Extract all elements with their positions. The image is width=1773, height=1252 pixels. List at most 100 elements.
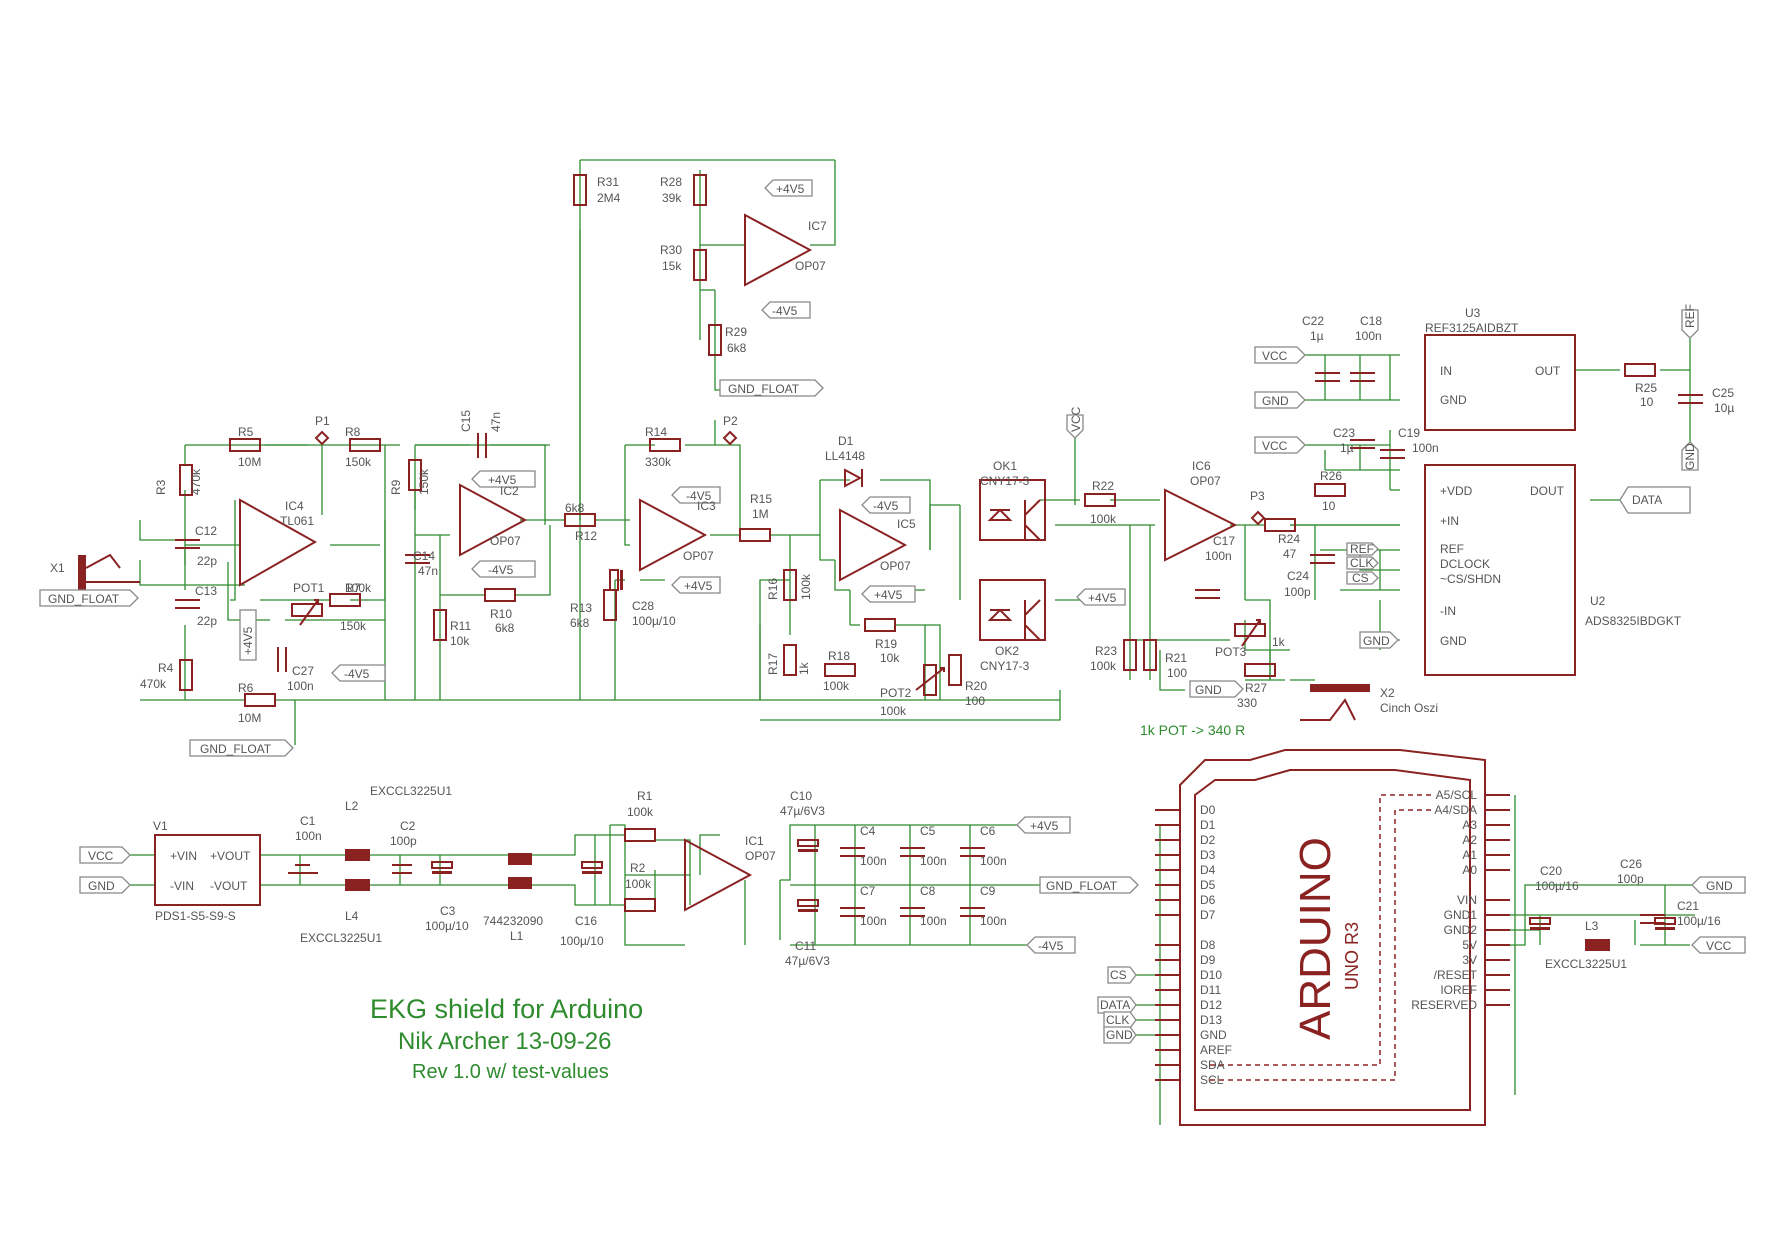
- arduino-pin-3v: 3V: [1462, 953, 1477, 967]
- r30-value: 15k: [662, 259, 682, 273]
- r17-label: R17: [766, 653, 780, 675]
- r1-value: 100k: [627, 805, 654, 819]
- c6-label: C6: [980, 824, 996, 838]
- c3-label: C3: [440, 904, 456, 918]
- svg-text:GND_FLOAT: GND_FLOAT: [200, 742, 272, 756]
- tag-data: DATA: [1619, 486, 1691, 514]
- ok2-label: OK2: [995, 644, 1019, 658]
- c18-label: C18: [1360, 314, 1382, 328]
- r12-label: R12: [575, 529, 597, 543]
- ic7-label: IC7: [808, 219, 827, 233]
- r31-value: 2M4: [597, 191, 621, 205]
- v1-body: [154, 834, 261, 906]
- pot2-label: POT2: [880, 686, 912, 700]
- electrolytic-symbols: [431, 569, 1676, 930]
- r12-body: [564, 513, 596, 527]
- v1-pin-vin-n: -VIN: [170, 879, 194, 893]
- c2-label: C2: [400, 819, 416, 833]
- r21-body: [1143, 639, 1157, 671]
- r10-value: 6k8: [495, 621, 515, 635]
- r5-value: 10M: [238, 455, 261, 469]
- r6-value: 10M: [238, 711, 261, 725]
- r31-label: R31: [597, 175, 619, 189]
- r5-label: R5: [238, 425, 254, 439]
- l4-label: L4: [345, 909, 359, 923]
- arduino-pin-d4: D4: [1200, 863, 1216, 877]
- ic2-label: IC2: [500, 484, 519, 498]
- pot2-value: 100k: [880, 704, 907, 718]
- r16-value: 100k: [799, 573, 813, 600]
- d1-diode-icon: [844, 468, 863, 488]
- c24-value: 100p: [1284, 585, 1311, 599]
- r17-body: [783, 644, 797, 676]
- r14-value: 330k: [645, 455, 672, 469]
- svg-text:+4V5: +4V5: [684, 579, 713, 593]
- l1-body-a: [508, 853, 532, 865]
- r14-label: R14: [645, 425, 667, 439]
- r8-value: 150k: [345, 455, 372, 469]
- r8-body: [349, 438, 381, 452]
- l4-value: EXCCL3225U1: [300, 931, 382, 945]
- c2-value: 100p: [390, 834, 417, 848]
- arduino-pin-a2: A2: [1462, 833, 1477, 847]
- l2-body: [345, 849, 370, 861]
- c21-label: C21: [1677, 899, 1699, 913]
- r15-body: [739, 528, 771, 542]
- tag-p4v5-3: +4V5: [764, 179, 813, 197]
- r29-value: 6k8: [727, 341, 747, 355]
- u3-body: [1424, 334, 1576, 431]
- svg-text:+4V5: +4V5: [241, 626, 255, 655]
- arduino-pin-aref: AREF: [1200, 1043, 1232, 1057]
- svg-text:DATA: DATA: [1632, 493, 1662, 507]
- arduino-pin-d1: D1: [1200, 818, 1216, 832]
- tag-gnd-2: GND: [1254, 391, 1306, 409]
- x2-jack-icon: [1310, 684, 1370, 692]
- ic3-value: OP07: [683, 549, 714, 563]
- svg-text:-4V5: -4V5: [488, 563, 514, 577]
- tag-data-ard: DATA: [1097, 996, 1137, 1014]
- tag-clk-ard: CLK: [1103, 1011, 1137, 1029]
- l1-value: 744232090: [483, 914, 543, 928]
- u2-pin-in-n: -IN: [1440, 604, 1456, 618]
- c28-value: 100µ/10: [632, 614, 676, 628]
- svg-text:REF: REF: [1683, 304, 1697, 328]
- arduino-pin-a3: A3: [1462, 818, 1477, 832]
- c17-value: 100n: [1205, 549, 1232, 563]
- u3-pin-out: OUT: [1535, 364, 1561, 378]
- ic1-label: IC1: [745, 834, 764, 848]
- svg-text:+4V5: +4V5: [874, 588, 903, 602]
- c19-label: C19: [1398, 426, 1420, 440]
- tag-n4v5-3: -4V5: [671, 486, 721, 504]
- title-line-3: Rev 1.0 w/ test-values: [412, 1061, 609, 1083]
- r6-body: [244, 693, 276, 707]
- u2-pin-in-p: +IN: [1440, 514, 1459, 528]
- c4-value: 100n: [860, 854, 887, 868]
- r19-label: R19: [875, 637, 897, 651]
- opamp-symbols: [239, 213, 1238, 912]
- arduino-model: UNO R3: [1342, 922, 1362, 990]
- net-tags: GND_FLOAT GND_FLOAT GND_FLOAT GND_FLOAT …: [39, 179, 1746, 1044]
- r4-body: [179, 659, 193, 691]
- ic4-value: TL061: [280, 514, 314, 528]
- tag-gnd-vert: GND: [1681, 441, 1699, 471]
- tag-gnd-float-2: GND_FLOAT: [189, 739, 294, 757]
- r6-label: R6: [238, 681, 254, 695]
- v1-pin-vout-n: -VOUT: [210, 879, 248, 893]
- x1-label: X1: [50, 561, 65, 575]
- arduino-pin-d10: D10: [1200, 968, 1222, 982]
- c5-value: 100n: [920, 854, 947, 868]
- svg-text:GND: GND: [1195, 683, 1222, 697]
- r11-label: R11: [450, 619, 471, 633]
- c20-value: 100µ/16: [1535, 879, 1579, 893]
- svg-text:CLK: CLK: [1350, 556, 1373, 570]
- title-line-1: EKG shield for Arduino: [370, 994, 643, 1024]
- r31-body: [573, 174, 587, 206]
- svg-text:CS: CS: [1352, 571, 1369, 585]
- r12-value: 6k8: [565, 501, 585, 515]
- r18-value: 100k: [823, 679, 850, 693]
- capacitor-symbols: [175, 372, 1703, 924]
- arduino-pin-d8: D8: [1200, 938, 1216, 952]
- c10-label: C10: [790, 789, 812, 803]
- svg-text:GND_FLOAT: GND_FLOAT: [1046, 879, 1118, 893]
